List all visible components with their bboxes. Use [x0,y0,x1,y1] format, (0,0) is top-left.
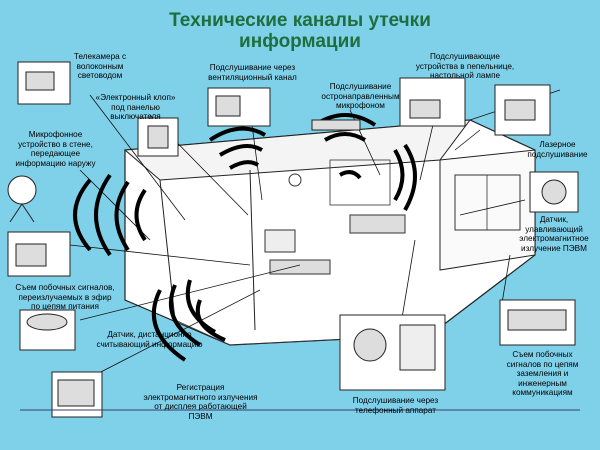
label-lamp: Подслушивающие устройства в пепельнице, … [415,52,515,81]
label-laser: Лазерное подслушивание [527,140,588,159]
label-power-lines: Съем побочных сигналов, переизлучаемых в… [15,283,115,312]
label-em-sensor: Датчик, улавливающий электромагнитное из… [519,215,589,253]
label-camera: Телекамера с волоконным световодом [73,52,127,81]
label-remote-sensor: Датчик, дистанционно считывающий информа… [96,330,203,349]
label-wall-mic: Микрофонное устройство в стене, передающ… [15,130,96,168]
diagram-title: Технические каналы утечки информации [169,10,431,52]
label-display: Регистрация электромагнитного излучения … [143,383,258,421]
signal-arcs [73,113,417,362]
label-phone: Подслушивание через телефонный аппарат [352,396,439,415]
label-bug: «Электронный клоп» под панелью выключате… [95,93,176,122]
label-vent: Подслушивание через вентиляционный канал [208,63,297,82]
device-thumbnails [7,61,579,418]
label-directional-mic: Подслушивание остронаправленным микрофон… [321,82,400,111]
building-illustration [123,119,536,346]
label-grounding: Съем побочных сигналов по цепям заземлен… [506,350,579,398]
